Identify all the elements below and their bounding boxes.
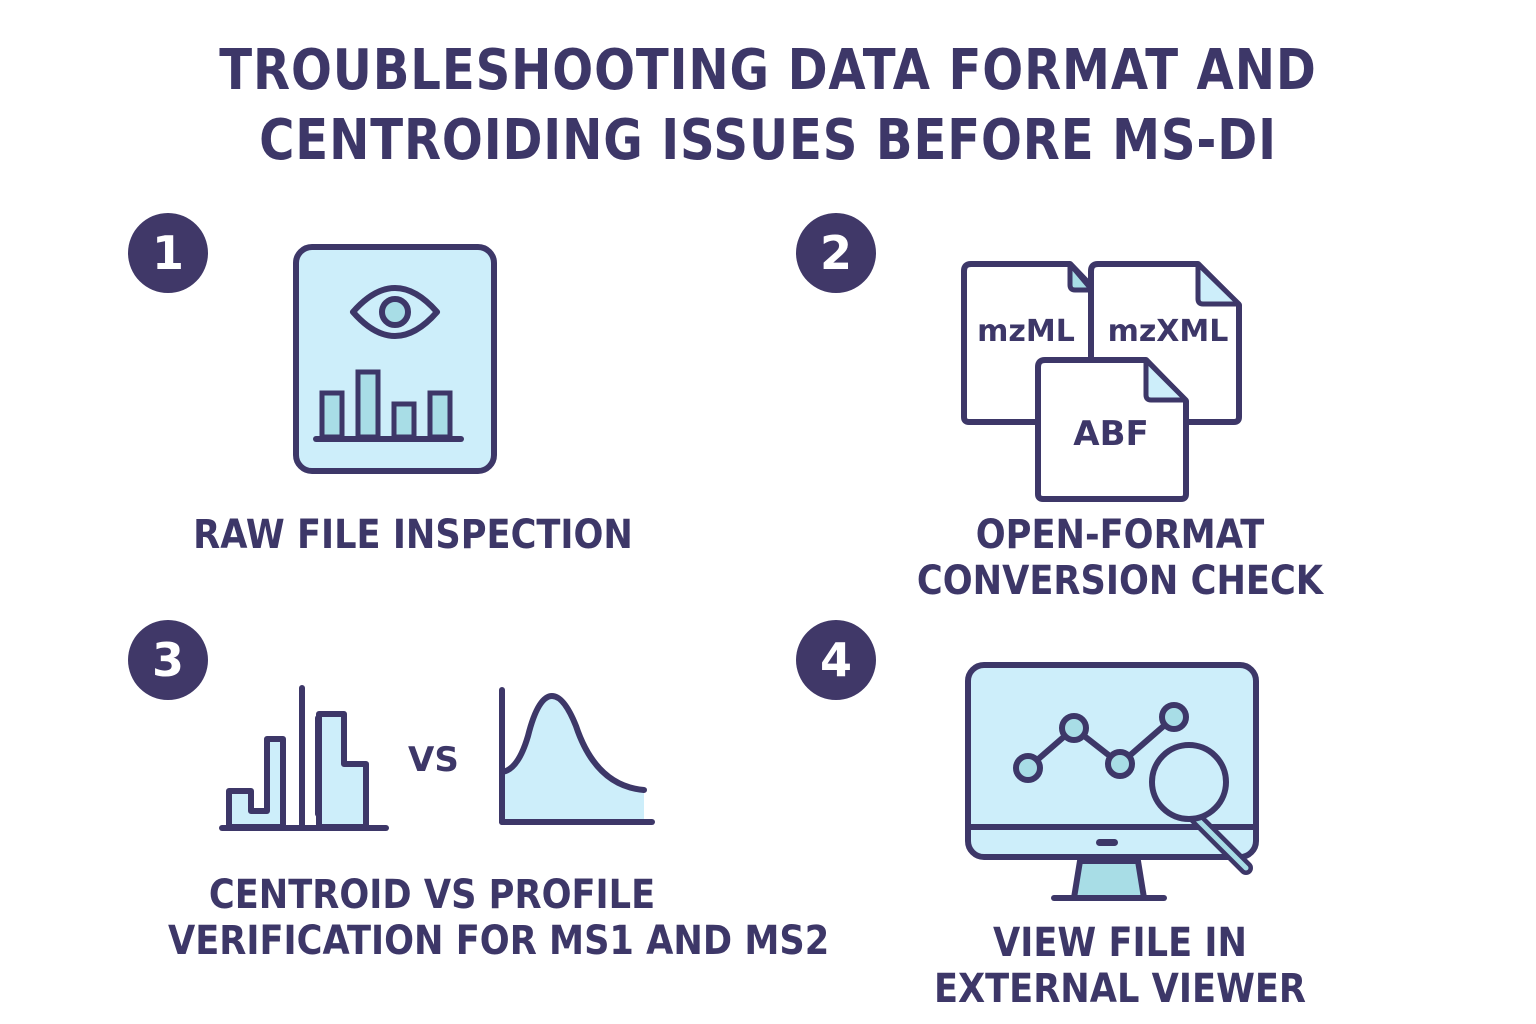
title-line-1: TROUBLESHOOTING DATA FORMAT AND [219, 38, 1317, 103]
profile-spectrum-icon [499, 687, 655, 825]
page-title: TROUBLESHOOTING DATA FORMAT AND CENTROID… [108, 36, 1429, 176]
step-3-label: CENTROID VS PROFILE VERIFICATION FOR MS1… [168, 872, 830, 964]
vs-text: VS [408, 740, 459, 780]
monitor-magnifier-chart-icon [965, 662, 1259, 901]
step-1-badge: 1 [128, 213, 208, 293]
file-formats-icon: mzML mzXML ABF [961, 261, 1242, 502]
step-2-badge: 2 [796, 213, 876, 293]
eye-bar-chart-document-icon [293, 244, 497, 474]
title-line-2: CENTROIDING ISSUES BEFORE MS-DI [259, 108, 1277, 173]
step-4-label: VIEW FILE IN EXTERNAL VIEWER [933, 920, 1307, 1012]
file-label-abf: ABF [1073, 414, 1148, 454]
step-1-label: RAW FILE INSPECTION [193, 512, 633, 558]
file-label-mzxml: mzXML [1108, 314, 1229, 349]
file-label-mzml: mzML [977, 314, 1075, 349]
step-4-badge: 4 [796, 620, 876, 700]
centroid-spectrum-icon [219, 685, 389, 831]
step-2-label: OPEN-FORMAT CONVERSION CHECK [916, 512, 1324, 604]
step-3-badge: 3 [128, 620, 208, 700]
